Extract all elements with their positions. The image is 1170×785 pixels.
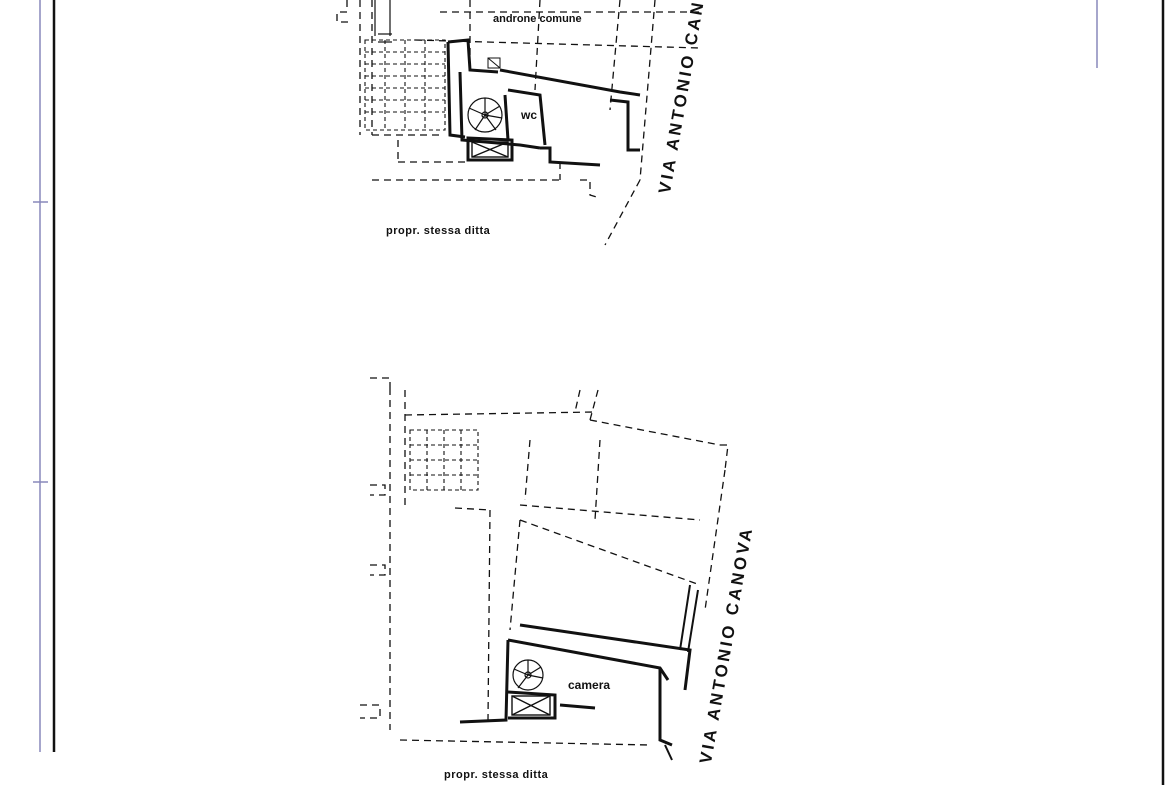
lower-unit-walls xyxy=(459,623,692,747)
street-facade-walls xyxy=(664,584,699,761)
neighbor-label-upper: propr. stessa ditta xyxy=(386,225,491,237)
room-label-camera: camera xyxy=(568,678,611,692)
upper-context-walls xyxy=(336,0,701,246)
spiral-staircase-icon xyxy=(467,97,503,133)
sheet-frame xyxy=(33,0,1165,785)
stair-flight-icon xyxy=(409,429,479,491)
lower-context-walls xyxy=(360,377,729,746)
lower-floor-plan xyxy=(360,377,729,761)
spiral-staircase-icon xyxy=(512,659,544,691)
elevator-shaft-icon xyxy=(471,141,509,158)
stair-flight-icon xyxy=(364,39,446,131)
room-label-wc: wc xyxy=(521,108,538,122)
neighbor-label-lower: propr. stessa ditta xyxy=(444,769,549,781)
elevator-shaft-icon xyxy=(511,695,551,716)
room-label-common-hall: androne comune xyxy=(493,13,582,25)
upper-floor-plan xyxy=(336,0,701,246)
